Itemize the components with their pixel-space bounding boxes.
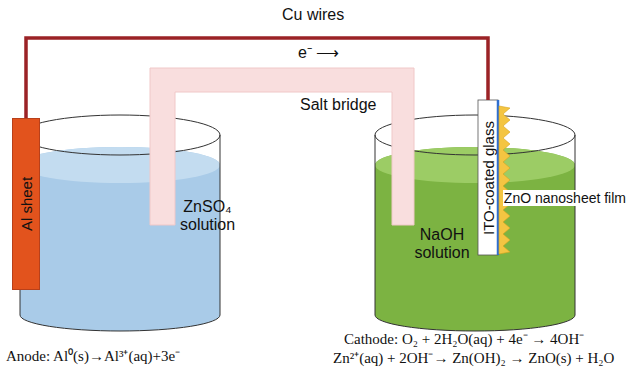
cu-wire	[26, 38, 488, 118]
equation: Cathode: O₂ + 2H₂O(aq) + 4e⁻ → 4OH⁻	[344, 331, 584, 348]
wire-label: Cu wires	[282, 6, 344, 24]
left-solution-surface	[20, 147, 220, 183]
left-beaker-rim	[20, 115, 220, 155]
equation: Zn²⁺(aq) + 2OH⁻→ Zn(OH)₂ → ZnO(s) + H₂O	[333, 350, 614, 367]
film-label: ZnO nanosheet film	[503, 190, 627, 206]
solution-label: NaOH solution	[410, 226, 474, 263]
connector-layer	[26, 38, 488, 118]
electron-flow-label: e⁻ ⟶	[298, 44, 339, 62]
solution-label: ZnSO₄ solution	[180, 198, 235, 235]
bridge-label: Salt bridge	[300, 96, 377, 114]
equation: Anode: Al⁰(s)→Al³⁺(aq)+3e⁻	[6, 348, 180, 365]
ito-glass	[478, 100, 498, 255]
left-solution	[20, 147, 220, 331]
al-electrode: Al sheet	[12, 118, 40, 290]
electrode-label: Al sheet	[18, 177, 35, 231]
ito-electrode: ITO-coated glass	[478, 100, 498, 255]
electrode-label: ITO-coated glass	[480, 121, 497, 235]
zno-film	[499, 106, 510, 254]
